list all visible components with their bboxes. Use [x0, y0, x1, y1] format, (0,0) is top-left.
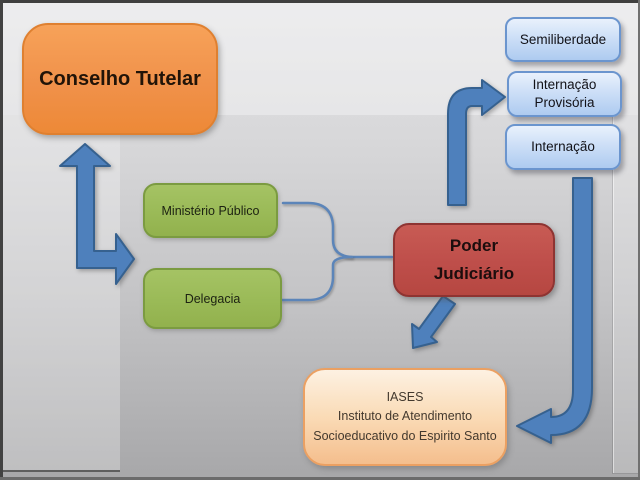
connector-delegacia-to-poder [280, 255, 354, 302]
node-conselho-tutelar-label: Conselho Tutelar [39, 67, 201, 90]
node-semiliberdade-label: Semiliberdade [519, 31, 607, 47]
node-semiliberdade: Semiliberdade [505, 17, 621, 62]
node-ministerio-publico-label: Ministério Público [161, 203, 260, 218]
background-left-panel [3, 115, 120, 472]
slide-border-top [0, 0, 640, 3]
node-conselho-tutelar: Conselho Tutelar [22, 23, 218, 135]
node-iases: IASES Instituto de Atendimento Socioeduc… [303, 368, 507, 466]
node-internacao-label: Internação [531, 139, 595, 155]
node-iases-label: IASES Instituto de Atendimento Socioeduc… [313, 389, 497, 443]
node-poder-judiciario-label: Poder Judiciário [433, 235, 515, 283]
arrow-internacao-to-iases [516, 177, 593, 444]
arrow-poder-to-internacao-provisoria [447, 79, 506, 206]
node-internacao: Internação [505, 124, 621, 170]
arrow-poder-to-iases [411, 295, 456, 349]
node-poder-judiciario: Poder Judiciário [393, 223, 555, 297]
node-delegacia: Delegacia [143, 268, 282, 329]
slide-border-right [638, 0, 640, 480]
slide-border-bottom [0, 477, 640, 480]
node-internacao-provisoria: Internação Provisória [507, 71, 622, 117]
slide-border-left [0, 0, 3, 480]
node-internacao-provisoria-label: Internação Provisória [532, 77, 597, 110]
node-ministerio-publico: Ministério Público [143, 183, 278, 238]
connector-ministerio-publico-to-poder [281, 201, 394, 259]
background-right-panel [613, 115, 638, 474]
node-delegacia-label: Delegacia [184, 291, 241, 306]
arrow-up-to-conselho [59, 143, 135, 285]
